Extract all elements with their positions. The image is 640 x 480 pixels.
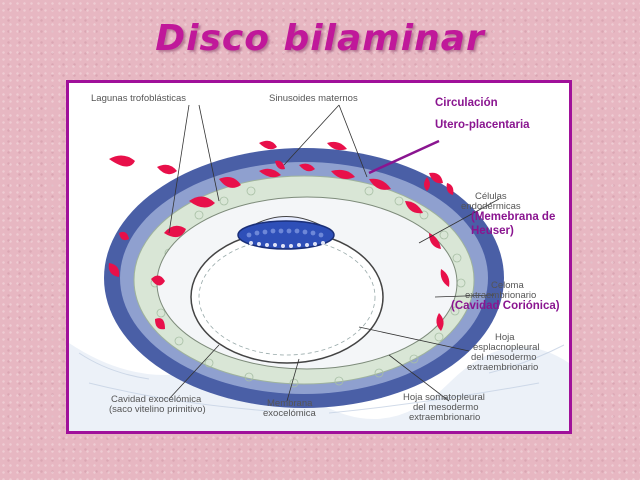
annotation-cavidad-corionica: (Cavidad Coriónica) (451, 300, 560, 312)
maternal-sinusoids (108, 140, 454, 277)
annotation-membrana-heuser: (Memebrana de (471, 211, 556, 223)
bilaminar-disc-illustration (69, 83, 569, 431)
label-exocelomica: exocelómica (263, 408, 316, 419)
annotation-circulacion: Circulación (435, 97, 498, 109)
slide-title: Disco bilaminar (155, 18, 485, 59)
hypoblast-cells (249, 241, 325, 248)
label-hoja: Hoja (495, 332, 515, 343)
label-del-mesodermo-soma: del mesodermo (413, 402, 479, 413)
label-esplacnopleural: esplacnopleural (473, 342, 540, 353)
leader-lines (168, 104, 500, 402)
circulation-pointer (368, 139, 440, 175)
annotation-heuser: Heuser) (471, 225, 514, 237)
bilaminar-disc (237, 220, 335, 250)
label-endodermicas: endodérmicas (461, 201, 521, 212)
label-cavidad-exocelomica: Cavidad exocelómica (111, 394, 202, 405)
primitive-yolk-sac (190, 230, 384, 364)
epiblast-cells (246, 228, 324, 238)
endometrium-stroma (78, 344, 565, 414)
label-celoma: Celoma (491, 280, 524, 291)
label-hoja-somatopleural: Hoja somatopleural (403, 392, 485, 403)
annotation-utero-placentaria: Utero-placentaria (435, 119, 530, 131)
diagram-frame: Lagunas trofoblásticas Sinusoides matern… (66, 80, 572, 434)
label-saco-vitelino: (saco vitelino primitivo) (109, 404, 206, 415)
trophoblastic-lacunae (151, 163, 450, 331)
label-lagunas-trofoblasticas: Lagunas trofoblásticas (91, 93, 187, 104)
label-celulas: Células (475, 191, 507, 202)
label-sinusoides-maternos: Sinusoides maternos (269, 93, 358, 104)
label-membrana: Membrana (267, 398, 313, 409)
label-extraembrionario-espl: extraembrionario (467, 362, 539, 373)
label-extraembrionario-soma: extraembrionario (409, 412, 481, 423)
label-extraembrionario: extraembrionario (465, 290, 537, 301)
label-del-mesodermo: del mesodermo (471, 352, 537, 363)
